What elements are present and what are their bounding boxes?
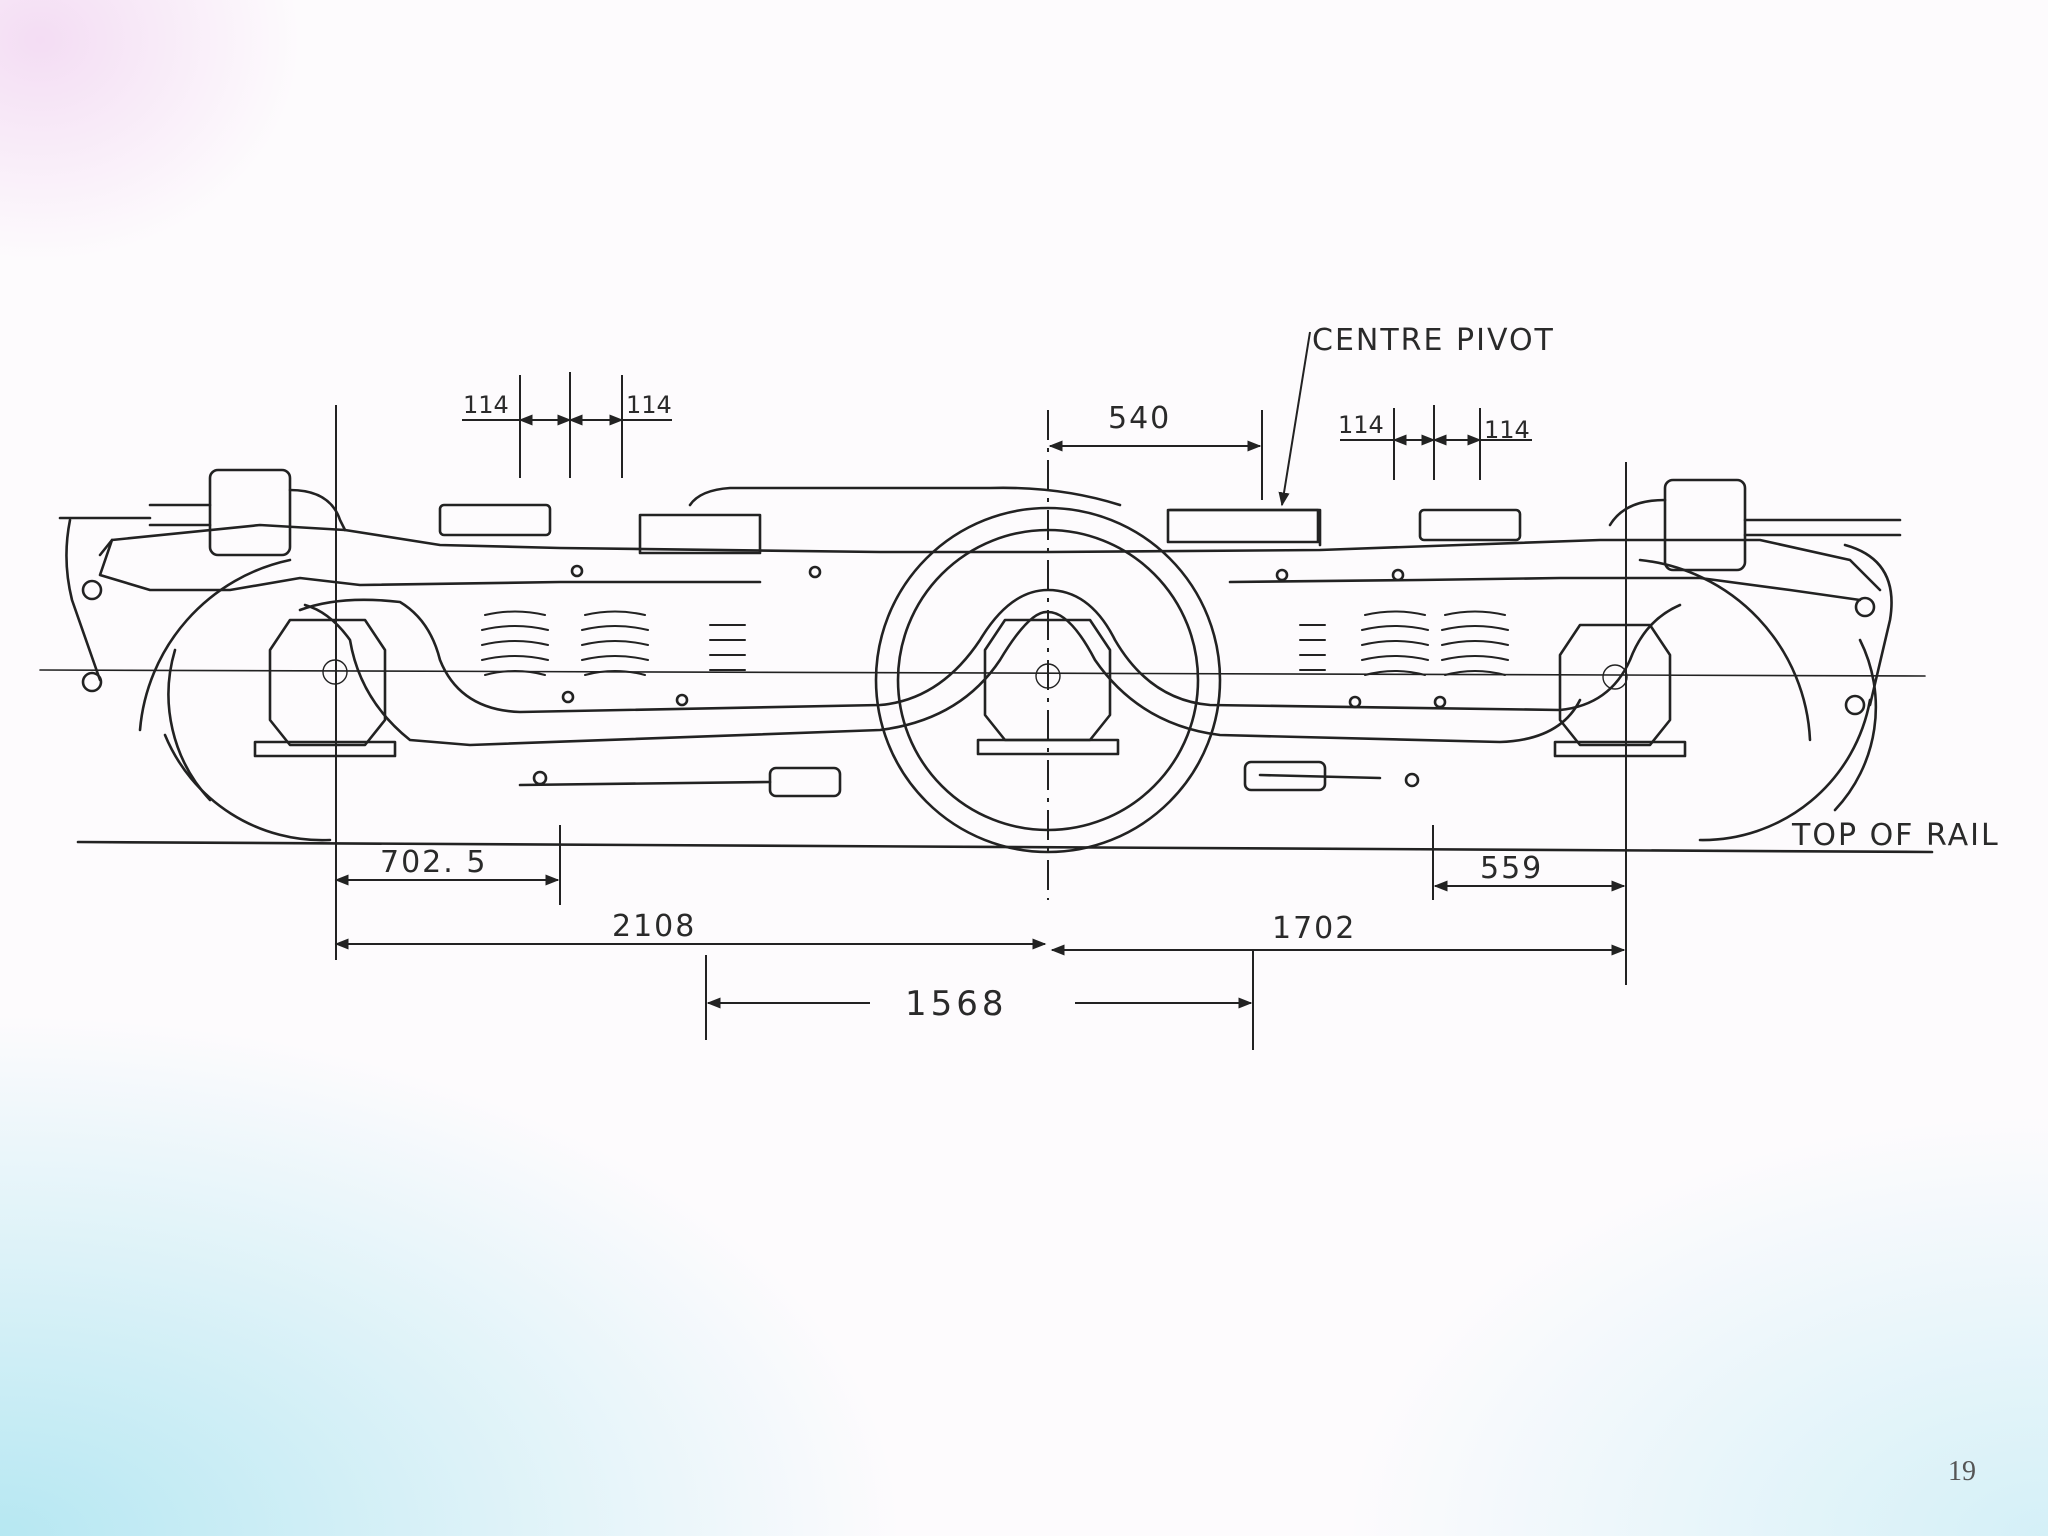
dim-114-left-b: 114 (626, 391, 672, 419)
bogie-frame (98, 523, 1882, 747)
dim-540: 540 (1108, 401, 1171, 436)
brake-gear-right (1418, 478, 1902, 716)
axle-box-left (253, 618, 397, 758)
dim-2108: 2108 (612, 909, 696, 944)
centre-pivot-label: CENTRE PIVOT (1312, 323, 1555, 358)
dim-1702: 1702 (1272, 911, 1356, 946)
axle-centreline (39, 669, 1926, 677)
wheel-right (1638, 558, 1878, 842)
dim-114-right-b: 114 (1484, 416, 1530, 444)
page-number: 19 (1948, 1456, 1976, 1487)
coil-springs (481, 610, 1509, 676)
bolster (638, 486, 1322, 555)
dim-114-right-a: 114 (1338, 411, 1384, 439)
brake-gear-left (58, 468, 552, 693)
dim-559: 559 (1480, 851, 1543, 886)
dim-1568: 1568 (905, 984, 1008, 1024)
centre-pivot-leader (1278, 331, 1311, 507)
dim-114-left-a: 114 (463, 391, 509, 419)
wheel-left (138, 558, 332, 842)
axle-box-right (1553, 623, 1687, 758)
dim-702-5: 702. 5 (380, 845, 487, 880)
brake-rods-lower (518, 760, 1420, 798)
top-of-rail-label: TOP OF RAIL (1791, 818, 2000, 853)
